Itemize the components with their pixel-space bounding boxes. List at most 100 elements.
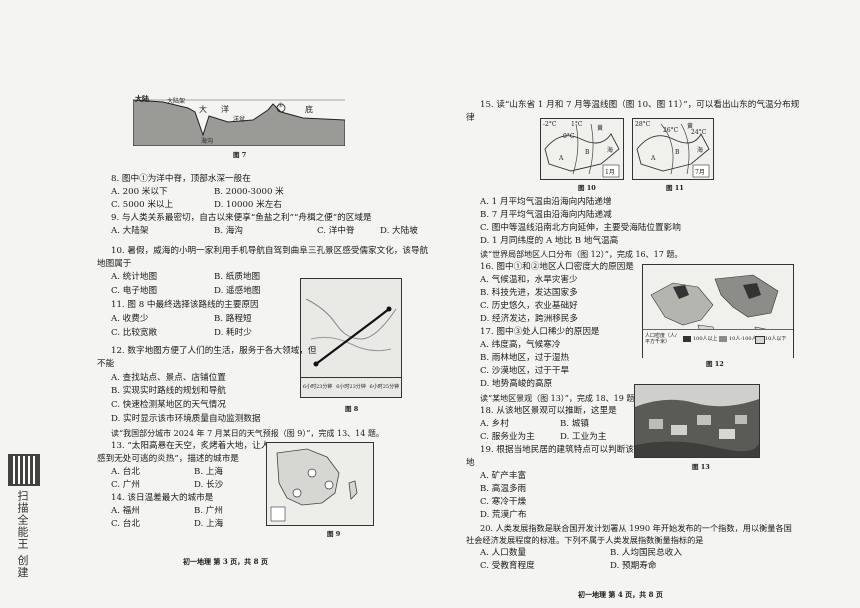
q15-stem: 15. 读“山东省 1 月和 7 月等温线图（图 10、图 11）”，可以看出山…	[480, 100, 800, 110]
figure-11: 28°C 26°C 24°C 黄 海 A B 7月	[632, 118, 714, 180]
fig13-caption: 图 13	[692, 463, 710, 471]
fig8-route-time-3: 6小时25分钟	[369, 384, 400, 390]
q13-option-a: A. 台北	[111, 467, 140, 477]
fig11-caption: 图 11	[666, 184, 684, 192]
fig10-label-1: -2°C	[543, 121, 557, 128]
fig12-legend-low: 10人以下	[765, 336, 787, 342]
q17-option-c: C. 沙漠地区，过于干旱	[480, 366, 570, 376]
fig10-label-8: 1月	[605, 169, 615, 176]
scanner-watermark: 扫描全能王 创建	[16, 490, 29, 579]
fig11-label-5: 海	[697, 147, 704, 154]
route-map	[305, 298, 397, 367]
q20-stem-2: 社会经济发展程度的标准。下列不属于人类发展指数衡量指标的是	[466, 535, 704, 545]
fig8-route-time-2: 6小时23分钟	[336, 384, 366, 390]
q13-stem-2: 感到无处可逃的炎热”，描述的城市是	[97, 454, 239, 464]
q8-option-b: B. 2000-3000 米	[214, 187, 284, 197]
q9-option-d: D. 大陆坡	[380, 226, 418, 236]
jul-isotherm-map	[636, 123, 710, 178]
fig10-label-5: 海	[607, 147, 614, 154]
q11-stem: 11. 图 8 中最终选择该路线的主要原因	[111, 300, 259, 310]
fig12-legend-title: 人口密度（人/平方千米）	[645, 333, 677, 345]
q18-option-b: B. 城镇	[560, 419, 589, 429]
q15-option-d: D. 1 月同纬度的 A 地比 B 地气温高	[480, 236, 619, 246]
fig10-caption: 图 10	[578, 184, 596, 192]
q15-option-a: A. 1 月平均气温由沿海向内陆递增	[480, 197, 612, 207]
q8-option-c: C. 5000 米以上	[111, 200, 174, 210]
q12-option-c: C. 快速检测某地区的天气情况	[111, 400, 226, 410]
q12-stem-2: 不能	[97, 359, 115, 369]
figure-8: 6小时23分钟 6小时23分钟 6小时25分钟	[300, 278, 402, 398]
figure-7: 大陆 大陆架 大 洋 ① 底 洋盆 海沟	[132, 80, 346, 147]
fig7-label-ocean: 洋	[221, 105, 229, 114]
figure-10: -2°C 1°C 0°C 黄 海 A B 1月	[540, 118, 624, 180]
q13-option-c: C. 广州	[111, 480, 140, 490]
q16-option-c: C. 历史悠久，农业基础好	[480, 301, 578, 311]
q13-option-b: B. 上海	[194, 467, 223, 477]
fig12-caption: 图 12	[706, 360, 724, 368]
legend-swatch-low	[755, 336, 765, 344]
fig11-label-6: A	[651, 155, 656, 162]
q9-option-a: A. 大陆架	[111, 226, 149, 236]
q14-stem: 14. 该日温差最大的城市是	[111, 493, 214, 503]
q18-intro: 读“某地区景观（图 13）”，完成 18、19 题。	[480, 394, 643, 403]
q14-option-c: C. 台北	[111, 519, 140, 529]
fig7-label-basin: 洋盆	[233, 116, 246, 123]
q17-option-a: A. 纬度高，气候寒冷	[480, 340, 561, 350]
right-page-footer: 初一地理 第 4 页，共 8 页	[578, 590, 663, 599]
q18-stem: 18. 从该地区景观可以推断，这里是	[480, 406, 617, 416]
fig7-label-continent: 大陆	[135, 94, 149, 103]
q17-option-b: B. 雨林地区，过于湿热	[480, 353, 570, 363]
q9-stem: 9. 与人类关系最密切，自古以来便享“鱼盐之利”“舟楫之便”的区域是	[111, 213, 372, 223]
fig11-label-7: B	[675, 149, 680, 156]
q10-option-d: D. 遥感地图	[214, 286, 261, 296]
q12-option-d: D. 实时显示该市环境质量自动监测数据	[111, 414, 261, 424]
q18-option-d: D. 工业为主	[560, 432, 607, 442]
q13-option-d: D. 长沙	[194, 480, 224, 490]
q12-stem: 12. 数字地图方便了人们的生活，服务于各大领域，但	[111, 346, 317, 356]
legend-swatch-mid	[719, 336, 727, 342]
q9-option-c: C. 洋中脊	[317, 226, 355, 236]
fig11-label-1: 28°C	[635, 121, 651, 128]
jan-isotherm-map	[544, 123, 620, 178]
q20-option-d: D. 预期寿命	[610, 561, 657, 571]
q11-option-d: D. 耗时少	[214, 328, 252, 338]
q20-option-b: B. 人均国民总收入	[610, 548, 682, 558]
figure-12: 人口密度（人/平方千米） 100人以上 10人-100人 10人以下	[642, 264, 794, 358]
q8-stem: 8. 图中①为洋中脊，顶部水深一般在	[111, 174, 251, 184]
q12-option-b: B. 实现实时路线的规划和导航	[111, 386, 226, 396]
fig11-label-2: 26°C	[663, 127, 679, 134]
fig11-label-8: 7月	[695, 169, 705, 176]
ocean-floor-profile	[132, 80, 346, 147]
fig10-label-4: 黄	[597, 125, 604, 132]
q11-option-b: B. 路程短	[214, 314, 252, 324]
q10-stem-2: 地图属于	[97, 259, 132, 269]
figure-13	[634, 384, 760, 458]
q18-option-a: A. 乡村	[480, 419, 509, 429]
q19-option-d: D. 荒漠广布	[480, 510, 527, 520]
fig7-caption: 图 7	[233, 151, 247, 159]
q14-option-a: A. 福州	[111, 506, 140, 516]
q17-stem: 17. 图中③处人口稀少的原因是	[480, 327, 600, 337]
q19-stem-2: 地	[466, 458, 475, 468]
q18-option-c: C. 服务业为主	[480, 432, 535, 442]
q19-option-a: A. 矿产丰富	[480, 471, 527, 481]
q19-stem: 19. 根据当地民居的建筑特点可以判断该	[480, 445, 634, 455]
fig7-label-big: 大	[199, 105, 207, 114]
fig7-label-trench: 海沟	[201, 138, 214, 145]
q10-option-a: A. 统计地图	[111, 272, 158, 282]
fig9-caption: 图 9	[327, 530, 341, 538]
fig10-label-6: A	[559, 155, 564, 162]
q19-option-b: B. 高温多雨	[480, 484, 527, 494]
q15-option-b: B. 7 月平均气温由沿海向内陆递减	[480, 210, 612, 220]
fig10-label-2: 1°C	[571, 121, 583, 128]
weather-map	[270, 448, 358, 522]
fig8-route-time-1: 6小时23分钟	[302, 384, 333, 390]
right-page: 15. 读“山东省 1 月和 7 月等温线图（图 10、图 11）”，可以看出山…	[440, 0, 860, 608]
q13-stem: 13. “太阳高悬在天空，炙烤着大地，让人	[111, 441, 270, 451]
fig10-label-7: B	[585, 149, 590, 156]
q10-stem: 10. 暑假，威海的小明一家利用手机导航自驾到曲阜三孔景区感受儒家文化，该导航	[111, 246, 429, 256]
q8-option-a: A. 200 米以下	[111, 187, 168, 197]
q19-option-c: C. 寒冷干燥	[480, 497, 527, 507]
q11-option-c: C. 比较宽敞	[111, 328, 158, 338]
fig11-label-4: 黄	[687, 123, 694, 130]
